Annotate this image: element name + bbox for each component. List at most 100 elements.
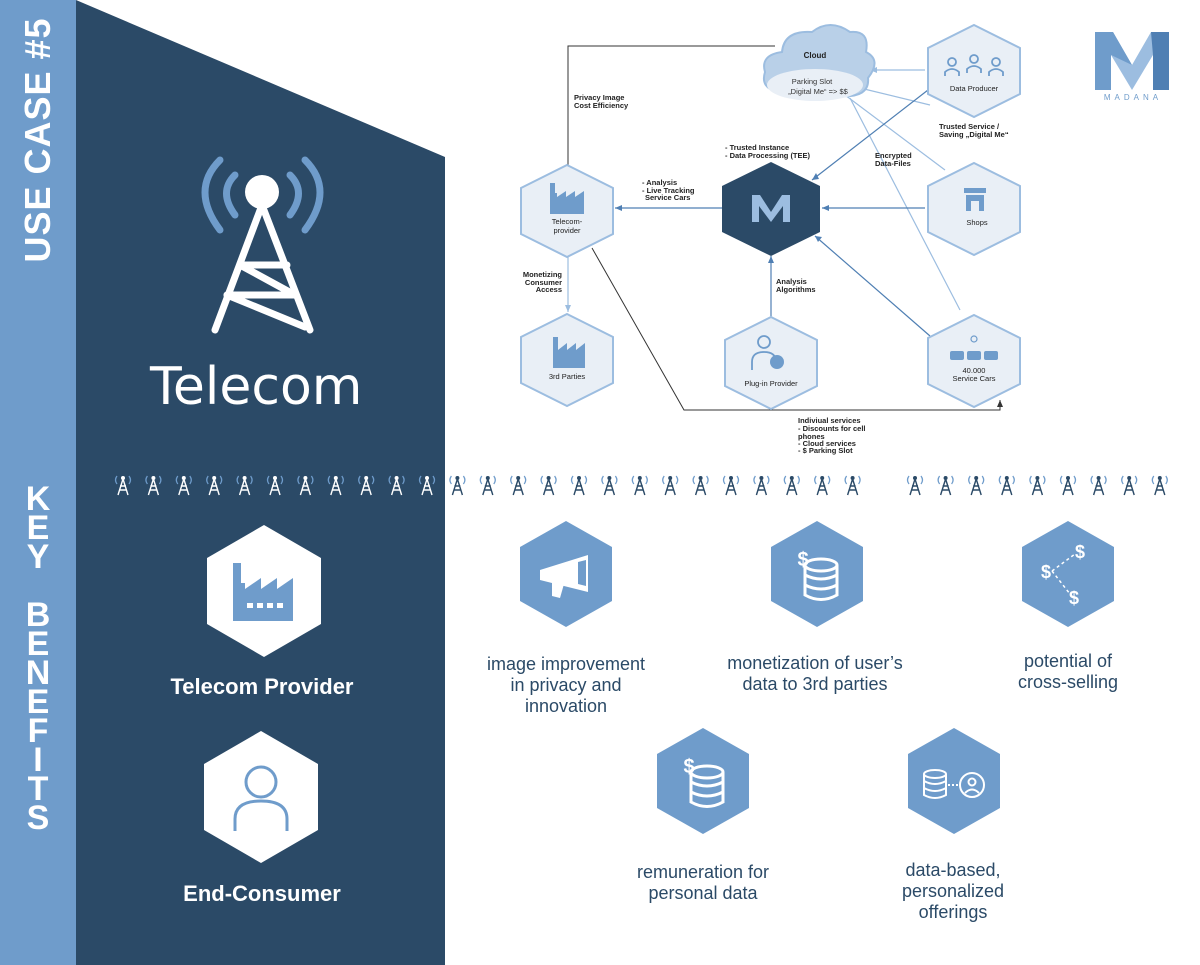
kb-letter: Y	[26, 538, 50, 576]
megaphone-icon	[540, 555, 588, 598]
label-trusted-instance-2: - Data Processing (TEE)	[725, 151, 811, 160]
small-antenna-icon	[266, 475, 284, 496]
cloud-icon	[762, 24, 876, 101]
label-individual-1: Indiviual services	[798, 416, 861, 425]
cloud-title: Cloud	[804, 51, 827, 60]
label-individual-5: - $ Parking Slot	[798, 446, 853, 455]
benefit-line: potential of	[1023, 651, 1113, 671]
small-antenna-icon	[206, 475, 223, 496]
svg-text:$: $	[797, 549, 808, 571]
small-antenna-icon	[297, 475, 314, 496]
small-antenna-icon	[1151, 475, 1168, 496]
small-antenna-icon	[814, 475, 831, 496]
telecom-label-2: provider	[553, 226, 581, 235]
label-monetizing-2: Consumer	[525, 278, 562, 287]
benefit-text-cross-selling: potential of cross-selling	[978, 651, 1158, 693]
use-case-label: USE CASE #5	[0, 0, 76, 263]
kb-letter: S	[26, 799, 50, 837]
benefit-hex-monetization: $	[771, 521, 863, 627]
label-privacy-2: Cost Efficiency	[574, 101, 629, 110]
benefit-line: cross-selling	[1017, 672, 1119, 692]
cloud-line1: Parking Slot	[792, 77, 833, 86]
shops-label: Shops	[966, 218, 988, 227]
telecom-label-1: Telecom-	[552, 217, 583, 226]
factory-icon	[233, 563, 293, 621]
kb-letter: I	[33, 741, 43, 779]
small-antenna-icon	[327, 475, 344, 496]
database-dollar-icon	[689, 764, 725, 808]
small-antenna-icon	[937, 475, 954, 496]
label-individual-2: - Discounts for cell	[798, 424, 866, 433]
label-individual-3: phones	[798, 432, 825, 441]
label-encrypted-2: Data-Files	[875, 159, 911, 168]
end-consumer-label: End-Consumer	[183, 881, 341, 906]
label-monetizing-1: Monetizing	[523, 270, 563, 279]
service-cars-node: 40.000 Service Cars	[927, 313, 1021, 409]
factory-icon	[553, 337, 585, 368]
benefit-hex-personalized	[908, 728, 1000, 834]
data-producer-node: Data Producer	[927, 23, 1021, 119]
small-antenna-icon	[998, 475, 1015, 496]
svg-text:$: $	[1069, 588, 1079, 608]
benefit-line: innovation	[524, 696, 608, 716]
service-cars-label-1: 40.000	[963, 366, 986, 375]
label-analysis-3: Service Cars	[645, 193, 690, 202]
data-flow-diagram: Cloud Parking Slot „Digital Me“ => $$ Da…	[520, 23, 1021, 455]
left-accent-strip	[0, 0, 76, 965]
third-parties-label: 3rd Parties	[549, 372, 586, 381]
antenna-tower-icon	[201, 156, 324, 334]
blue-connectors	[615, 89, 931, 337]
benefit-hex-privacy	[520, 521, 612, 627]
benefit-line: in privacy and	[510, 675, 622, 695]
service-cars-label-2: Service Cars	[953, 374, 996, 383]
label-encrypted-1: Encrypted	[875, 151, 912, 160]
cars-icon	[950, 335, 998, 360]
third-parties-node: 3rd Parties	[520, 312, 614, 408]
antenna-row	[114, 475, 1168, 496]
svg-text:$: $	[1075, 542, 1085, 562]
use-case-text: USE CASE #5	[17, 17, 58, 263]
benefit-line: offerings	[918, 902, 988, 922]
small-antenna-icon	[388, 475, 405, 496]
small-antenna-icon	[358, 475, 375, 496]
madana-logo-icon	[752, 195, 790, 222]
small-antenna-icon	[753, 475, 770, 496]
shops-node: Shops	[927, 161, 1021, 257]
madana-logo-icon	[1095, 32, 1169, 90]
kb-letter: F	[27, 712, 49, 750]
key-benefits-label: K E Y B E N E F I T S	[18, 480, 58, 837]
benefit-line: image improvement	[486, 654, 646, 674]
plugin-provider-label: Plug-in Provider	[744, 379, 798, 388]
kb-letter: T	[27, 770, 49, 808]
svg-text:$: $	[683, 756, 694, 778]
arrowheads	[615, 173, 829, 263]
svg-text:$: $	[1041, 562, 1051, 582]
benefit-line: remuneration for	[636, 862, 770, 882]
telecom-node: Telecom- provider	[520, 163, 614, 259]
small-antenna-icon	[631, 475, 648, 496]
database-dollar-icon	[803, 557, 839, 601]
benefit-hex-remuneration: $	[657, 728, 749, 834]
small-antenna-icon	[540, 475, 557, 496]
logo-text: MADANA	[1103, 93, 1163, 102]
label-trusted-service-1: Trusted Service /	[939, 122, 1000, 131]
label-individual-4: - Cloud services	[798, 439, 856, 448]
benefit-text-monetization: monetization of user’s data to 3rd parti…	[705, 653, 925, 695]
benefit-hex-cross-selling: $ $ $	[1022, 521, 1114, 627]
benefit-line: data-based,	[905, 860, 1001, 880]
benefit-line: data to 3rd parties	[742, 674, 888, 694]
small-antenna-icon	[1121, 475, 1138, 496]
kb-letter: E	[26, 509, 50, 547]
label-analysis-2: - Live Tracking	[642, 186, 695, 195]
benefit-text-personalized: data-based, personalized offerings	[863, 860, 1043, 923]
data-producer-label: Data Producer	[950, 84, 999, 93]
small-antenna-icon	[906, 475, 924, 496]
database-user-icon	[923, 769, 985, 799]
label-trusted-instance-1: - Trusted Instance	[725, 143, 789, 152]
small-antenna-icon	[570, 475, 588, 496]
label-privacy-1: Privacy Image	[574, 93, 624, 102]
label-monetizing-3: Access	[536, 285, 562, 294]
benefit-line: monetization of user’s	[727, 653, 903, 673]
small-antenna-icon	[722, 475, 740, 496]
kb-letter: K	[25, 480, 51, 518]
